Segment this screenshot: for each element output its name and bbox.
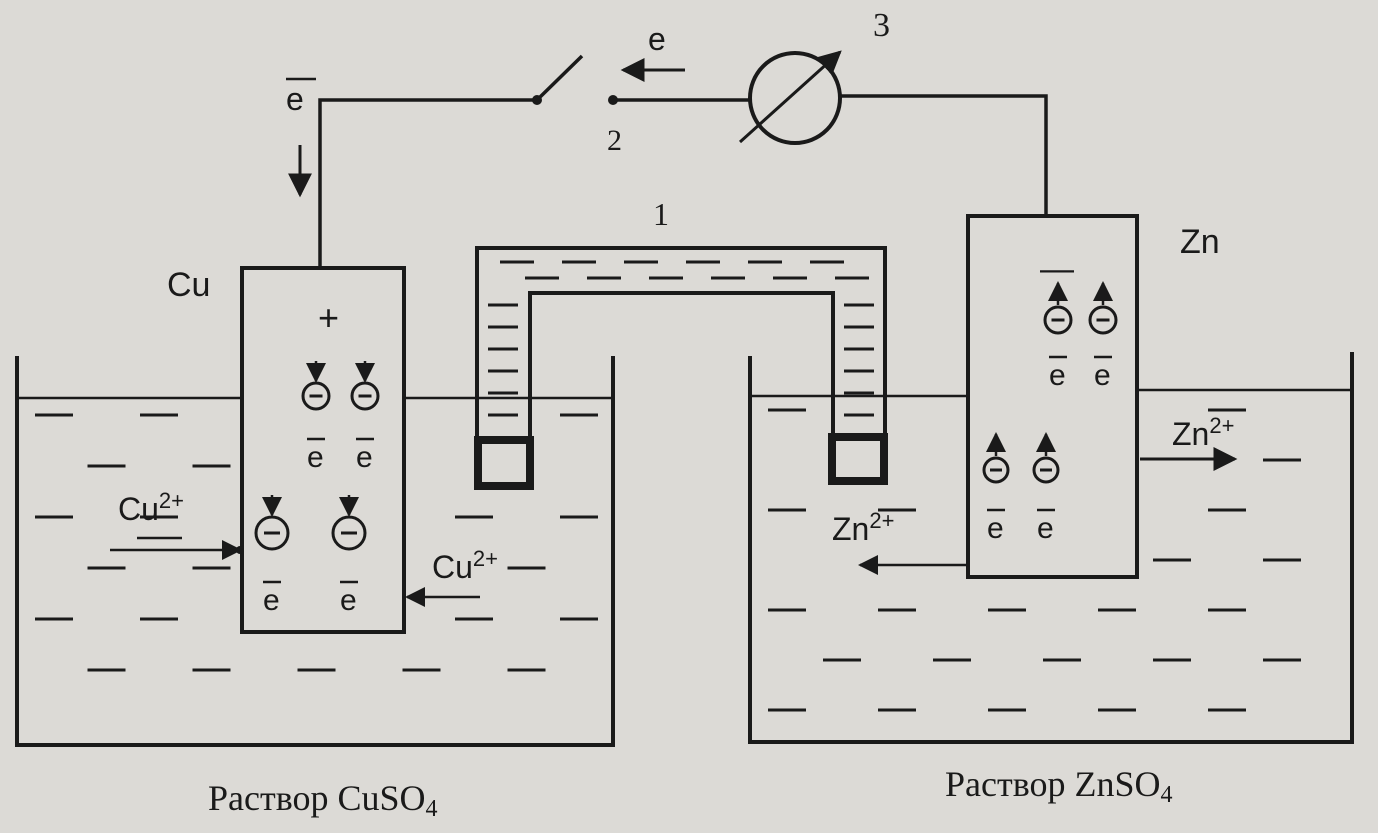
switch-contact-left	[532, 95, 542, 105]
label-minus-sign: —	[1040, 250, 1074, 288]
label-meter-number: 3	[873, 7, 890, 44]
salt-bridge-dashes	[488, 260, 874, 417]
label-salt-bridge-number: 1	[653, 196, 669, 232]
caption-solution-left: Раствор CuSO4	[208, 778, 438, 822]
electron-icon	[350, 381, 380, 411]
electron-label: e	[1049, 359, 1066, 392]
electron-icon	[1043, 305, 1073, 335]
electrolyte-dashes-left	[35, 413, 598, 672]
label-cu-ion-left: Cu2+	[118, 488, 184, 527]
label-cu-electrode: Cu	[167, 266, 210, 304]
beaker-left	[15, 356, 615, 747]
cu-ion-contact-dot	[236, 546, 244, 554]
label-switch-number: 2	[607, 124, 622, 157]
electron-label: e	[987, 512, 1004, 545]
electron-label: e	[356, 441, 373, 474]
galvanometer	[738, 50, 842, 145]
caption-solution-right: Раствор ZnSO4	[945, 764, 1172, 808]
external-wire	[318, 54, 1048, 268]
electrolyte-dashes-right	[768, 408, 1301, 712]
label-plus-sign: +	[318, 297, 339, 338]
beaker-right	[748, 352, 1354, 744]
electron-label: e	[1094, 359, 1111, 392]
electron-label: e	[263, 584, 280, 617]
electron-icon	[331, 515, 367, 551]
label-electron-arrow: e	[648, 21, 666, 57]
copper-electrode	[240, 266, 406, 634]
electron-icon	[1088, 305, 1118, 335]
label-zn-ion-left: Zn2+	[832, 508, 894, 547]
label-cu-ion-right: Cu2+	[432, 546, 498, 585]
electron-icon	[301, 381, 331, 411]
electron-label: e	[340, 584, 357, 617]
label-electron-wire: e	[286, 81, 304, 117]
label-zn-electrode: Zn	[1180, 223, 1220, 261]
electron-label: e	[307, 441, 324, 474]
zinc-electrode	[966, 214, 1139, 579]
electron-icon	[1032, 456, 1060, 484]
label-zn-ion-right: Zn2+	[1172, 413, 1234, 452]
electron-label: e	[1037, 512, 1054, 545]
salt-bridge	[474, 246, 888, 490]
electron-icon	[254, 515, 290, 551]
switch-contact-right	[608, 95, 618, 105]
electron-icon	[982, 456, 1010, 484]
